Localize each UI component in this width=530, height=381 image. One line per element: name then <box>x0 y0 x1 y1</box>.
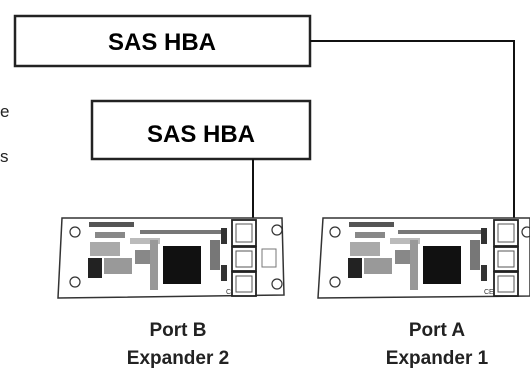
right-expander-label: Expander 1 <box>386 348 489 369</box>
right-port-label: Port A <box>409 320 466 341</box>
hba-box-top-label: SAS HBA <box>108 29 216 56</box>
hba-box-top: SAS HBA <box>13 14 312 68</box>
svg-text:CE: CE <box>484 289 494 296</box>
expander-board-right: CE <box>317 217 530 299</box>
hba-box-middle: SAS HBA <box>90 99 312 161</box>
left-expander-label: Expander 2 <box>127 348 229 369</box>
left-port-label: Port B <box>150 320 207 341</box>
partial-text-line-2: s <box>0 147 9 166</box>
svg-text:CE: CE <box>226 289 236 296</box>
hba-box-middle-label: SAS HBA <box>147 121 255 148</box>
connector-top-to-expander-1 <box>310 40 522 241</box>
partial-text-line-1: e <box>0 102 9 121</box>
expander-board-left: CE <box>57 217 285 299</box>
